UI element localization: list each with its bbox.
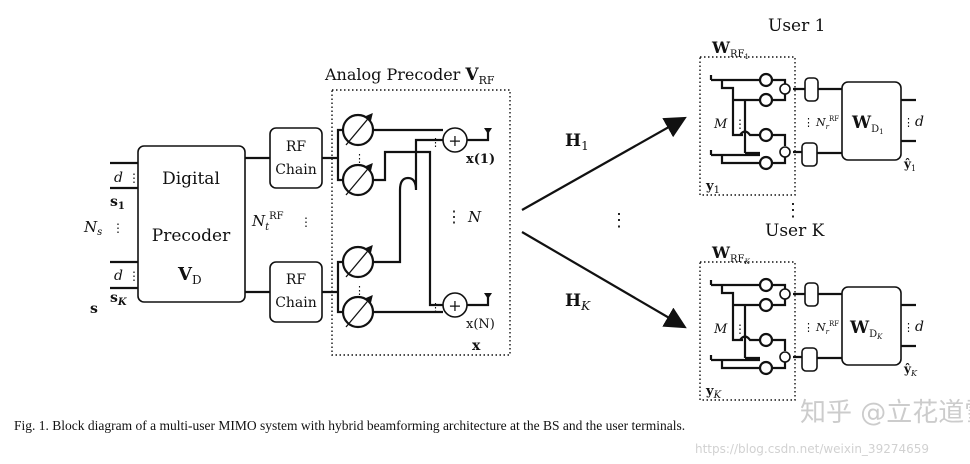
phase-shifter-icon (341, 113, 375, 329)
rf-chain-line1: RF (286, 139, 307, 155)
N-label: N (467, 208, 482, 226)
antenna-icon (484, 293, 492, 299)
x-label: x (472, 338, 481, 354)
vdots: ⋮ (354, 284, 365, 297)
rf-chain-line1: RF (286, 272, 307, 288)
vdots: ⋮ (300, 215, 312, 229)
rf-chain-line2: Chain (275, 295, 317, 311)
d-label: d (114, 268, 123, 284)
s-label: s (90, 301, 98, 317)
vdots: ⋮ (430, 136, 441, 149)
x1-label: x(1) (466, 152, 495, 167)
rf-chain (801, 347, 818, 372)
d-label: d (915, 319, 924, 335)
watermark-url: https://blog.csdn.net/weixin_39274659 (695, 442, 930, 456)
vdots: ⋮ (903, 116, 914, 129)
vdots: ⋮ (446, 207, 462, 226)
analog-precoder-block: Analog Precoder VRF ⋮ ⋮ + + ⋮ ⋮ x(1) x(N… (322, 65, 511, 356)
antenna-icon (484, 128, 492, 134)
input-streams: d ⋮ s1 d ⋮ sK Ns ⋮ s (83, 161, 140, 317)
Nr-label: NrRF (815, 115, 839, 131)
user-title: User 1 (768, 16, 825, 36)
phase-shifter-icon (758, 72, 774, 171)
rf-chain (801, 142, 818, 167)
H1-label: H1 (565, 131, 589, 153)
xN-label: x(N) (466, 317, 495, 332)
adder-icon (779, 146, 791, 158)
plus-sign: + (448, 296, 461, 315)
adder-icon (779, 351, 791, 363)
vdots: ⋮ (734, 322, 746, 336)
vdots: ⋮ (354, 152, 365, 165)
user-title: User K (765, 221, 825, 241)
vdots: ⋮ (610, 210, 628, 231)
channel-arrows: H1 HK ⋮ (521, 116, 687, 329)
wrf-label: WRF1 (711, 38, 749, 61)
wd-label: WD1 (851, 113, 884, 136)
sK-label: sK (110, 290, 128, 308)
precoder-line2: Precoder (152, 226, 231, 246)
yhat-label: ŷ1 (903, 157, 916, 173)
user-1-block: User 1 WRF1 M ⋮ y1 ⋮ NrRF WD1 ⋮ d ŷ1 (699, 16, 924, 196)
rf-chain-1: RF Chain (269, 127, 323, 189)
Nr-label: NrRF (815, 320, 839, 336)
vdots: ⋮ (430, 301, 441, 314)
user-K-block: User K WRFK M ⋮ yK ⋮ NrRF WDK ⋮ d ŷK (699, 221, 924, 401)
s1-label: s1 (110, 194, 125, 212)
vdots: ⋮ (734, 117, 746, 131)
wd-label: WDK (849, 318, 883, 341)
rf-chain (804, 282, 819, 307)
M-label: M (713, 117, 728, 132)
y-label: yK (705, 384, 722, 401)
analog-precoder-title: Analog Precoder VRF (324, 65, 495, 87)
vdots: ⋮ (803, 116, 814, 129)
VD-label: VD (177, 264, 202, 287)
digital-precoder-block: Digital Precoder VD (137, 145, 246, 303)
vdots: ⋮ (112, 221, 124, 235)
HK-label: HK (565, 291, 591, 313)
rf-chain (804, 77, 819, 102)
vdots: ⋮ (903, 321, 914, 334)
rf-chain-2: RF Chain (269, 261, 323, 323)
vdots: ⋮ (784, 200, 802, 221)
Ns-label: Ns (83, 218, 102, 238)
d-label: d (915, 114, 924, 130)
watermark: 知乎 @立花道雪 (800, 398, 970, 428)
plus-sign: + (448, 131, 461, 150)
precoder-line1: Digital (162, 169, 220, 189)
phase-shifter-icon (758, 277, 774, 376)
adder-icon (779, 83, 791, 95)
rf-chain-line2: Chain (275, 162, 317, 178)
vdots: ⋮ (128, 269, 140, 283)
adder-icon (779, 288, 791, 300)
yhat-label: ŷK (903, 362, 918, 378)
y-label: y1 (705, 179, 720, 196)
d-label: d (114, 170, 123, 186)
wrf-label: WRFK (711, 243, 750, 266)
Nt-label: NtRF (251, 211, 284, 233)
vdots: ⋮ (128, 171, 140, 185)
M-label: M (713, 322, 728, 337)
vdots: ⋮ (803, 321, 814, 334)
figure-caption: Fig. 1. Block diagram of a multi-user MI… (14, 418, 686, 433)
